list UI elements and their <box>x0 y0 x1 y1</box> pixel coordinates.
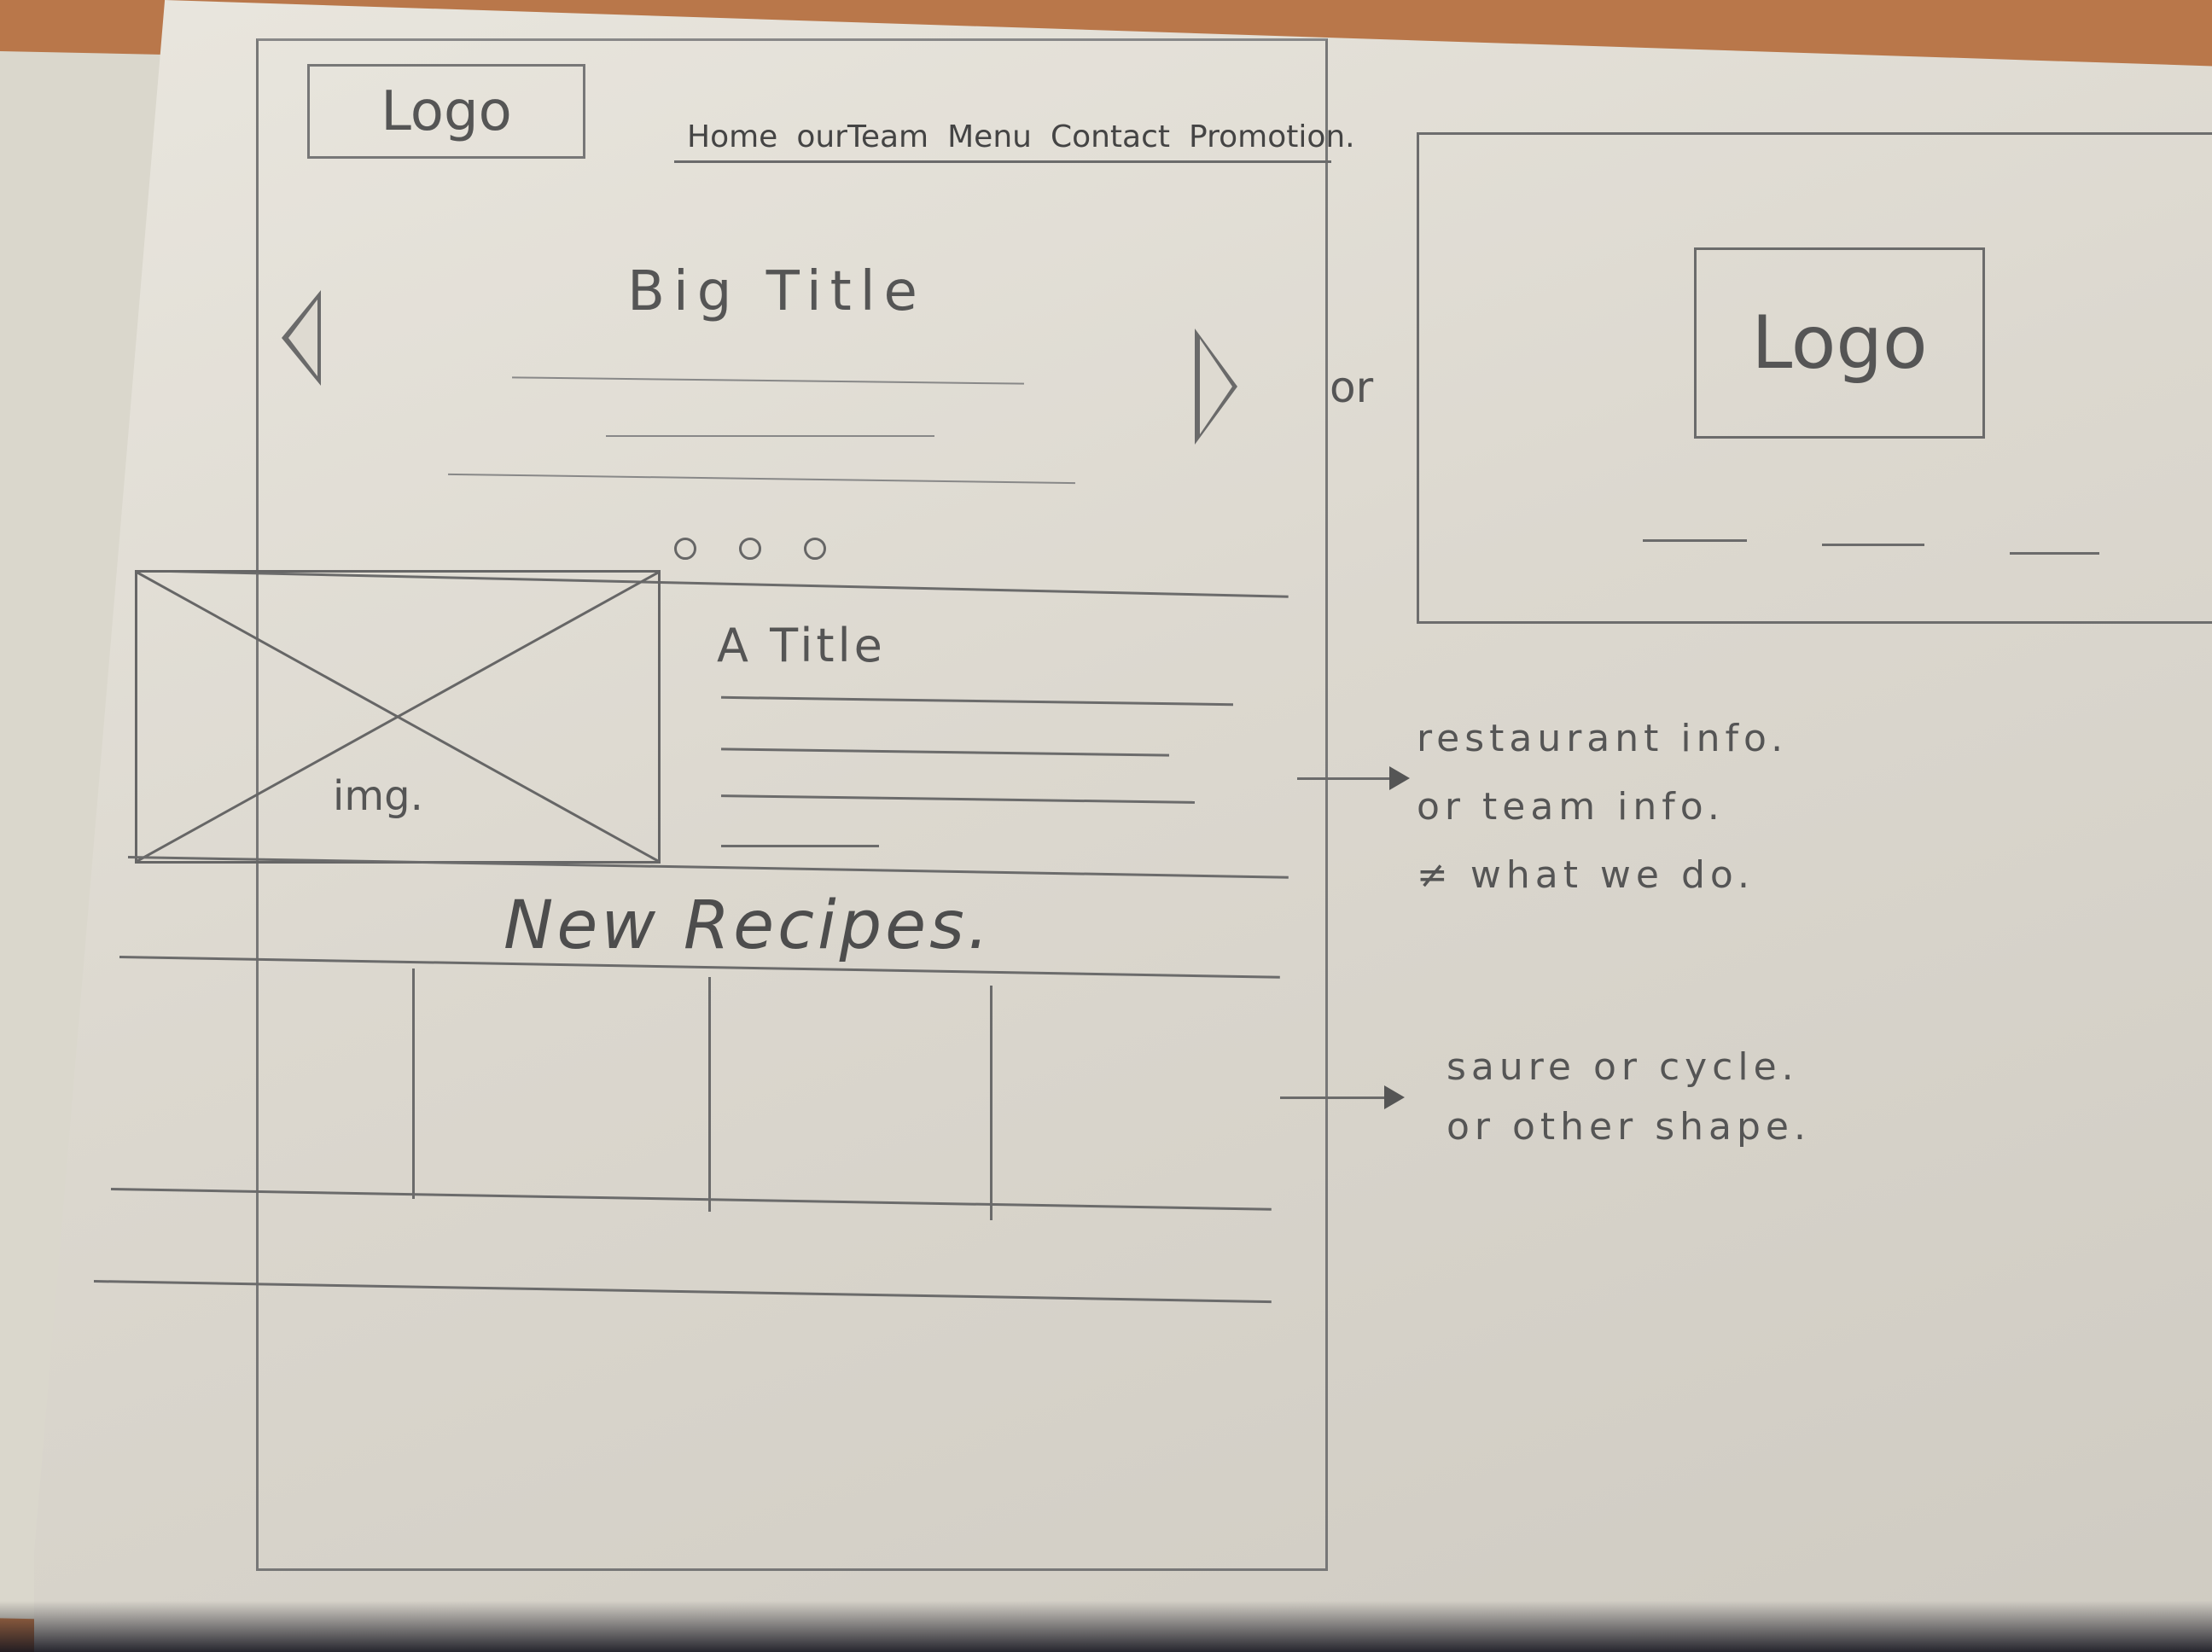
alt-header-frame <box>1417 132 2212 624</box>
carousel-dot[interactable] <box>674 538 696 560</box>
section-text-line-4 <box>721 845 879 847</box>
recipes-heading: New Recipes. <box>504 887 992 964</box>
nav-home[interactable]: Home <box>687 119 778 154</box>
alt-nav-dash <box>2010 552 2099 555</box>
shape-note-line-1: saure or cycle. <box>1447 1045 1799 1089</box>
nav-bar: Home ourTeam Menu Contact Promotion. <box>687 119 1355 154</box>
section-title: A Title <box>717 619 886 672</box>
arrow-right-icon <box>1389 766 1410 790</box>
or-label: or <box>1330 363 1374 412</box>
image-cross-icon <box>137 573 658 861</box>
logo-box: Logo <box>307 64 585 159</box>
nav-contact[interactable]: Contact <box>1050 119 1171 154</box>
carousel-prev-icon[interactable] <box>282 290 321 386</box>
alt-nav-dash <box>1822 544 1924 546</box>
nav-our-team[interactable]: ourTeam <box>796 119 929 154</box>
paper-sheet <box>34 0 2212 1652</box>
info-note-line-1: restaurant info. <box>1417 717 1789 760</box>
table-shadow <box>0 1601 2212 1652</box>
alt-nav-dash <box>1643 539 1747 542</box>
carousel-next-icon[interactable] <box>1195 329 1237 445</box>
alt-logo-text: Logo <box>1751 300 1928 386</box>
image-placeholder <box>135 570 661 864</box>
info-note-arrow-line <box>1297 777 1391 780</box>
recipe-card-divider <box>708 977 711 1212</box>
shape-note-arrow-line <box>1280 1096 1387 1099</box>
info-note-line-3: ≠ what we do. <box>1417 853 1755 897</box>
nav-menu[interactable]: Menu <box>947 119 1032 154</box>
recipe-card-divider <box>412 969 415 1199</box>
nav-promotion[interactable]: Promotion. <box>1189 119 1355 154</box>
carousel-dot[interactable] <box>739 538 761 560</box>
wireframe-frame <box>256 38 1328 1571</box>
image-label: img. <box>333 772 423 820</box>
carousel-dots <box>674 538 826 560</box>
arrow-right-icon <box>1384 1085 1405 1109</box>
shape-note-line-2: or other shape. <box>1447 1105 1811 1149</box>
recipe-card-divider <box>990 986 992 1220</box>
logo-text: Logo <box>381 79 512 143</box>
alt-logo-box: Logo <box>1694 247 1985 439</box>
hero-text-line-2 <box>606 435 934 437</box>
hero-title: Big Title <box>627 260 926 323</box>
info-note-line-2: or team info. <box>1417 785 1725 829</box>
nav-underline <box>674 160 1331 163</box>
carousel-dot[interactable] <box>804 538 826 560</box>
